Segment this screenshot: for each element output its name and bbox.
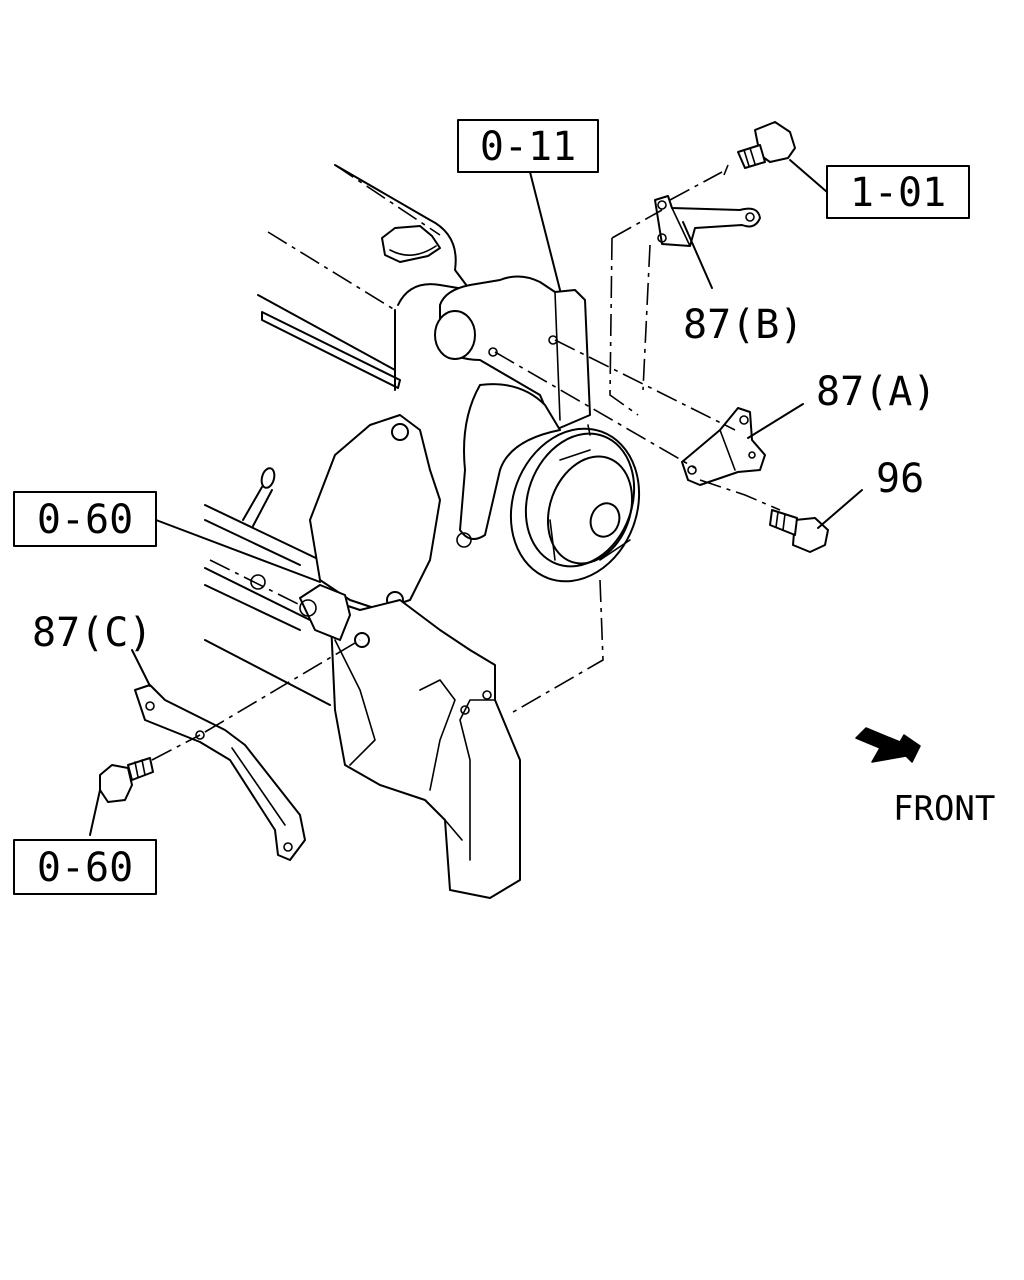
bolt-96 xyxy=(769,509,829,553)
bolt-0-60-lower xyxy=(89,757,154,836)
front-label: FRONT xyxy=(893,789,995,829)
fan-pulley xyxy=(507,424,641,716)
front-arrow-icon xyxy=(855,727,921,763)
water-outlet-housing xyxy=(434,275,591,431)
bracket-87a xyxy=(494,339,781,511)
callout-0-60-upper[interactable]: 0-60 xyxy=(13,491,157,547)
bracket-87b xyxy=(609,164,761,416)
bolt-1-01 xyxy=(737,121,796,169)
part-label-87a: 87(A) xyxy=(816,369,936,415)
callout-0-60-upper-label: 0-60 xyxy=(37,497,133,543)
part-label-87c: 87(C) xyxy=(32,610,152,656)
callout-0-11[interactable]: 0-11 xyxy=(457,119,599,173)
part-label-87b: 87(B) xyxy=(683,302,803,348)
callout-1-01-label: 1-01 xyxy=(850,170,946,216)
bracket-87c xyxy=(134,632,370,861)
water-pump-body xyxy=(299,383,561,899)
leader-lines xyxy=(131,159,863,687)
callout-1-01[interactable]: 1-01 xyxy=(826,165,970,219)
callout-0-60-lower[interactable]: 0-60 xyxy=(13,839,157,895)
engine-block xyxy=(204,164,471,706)
part-label-96: 96 xyxy=(876,456,924,502)
callout-0-11-label: 0-11 xyxy=(480,124,576,170)
callout-0-60-lower-label: 0-60 xyxy=(37,845,133,891)
